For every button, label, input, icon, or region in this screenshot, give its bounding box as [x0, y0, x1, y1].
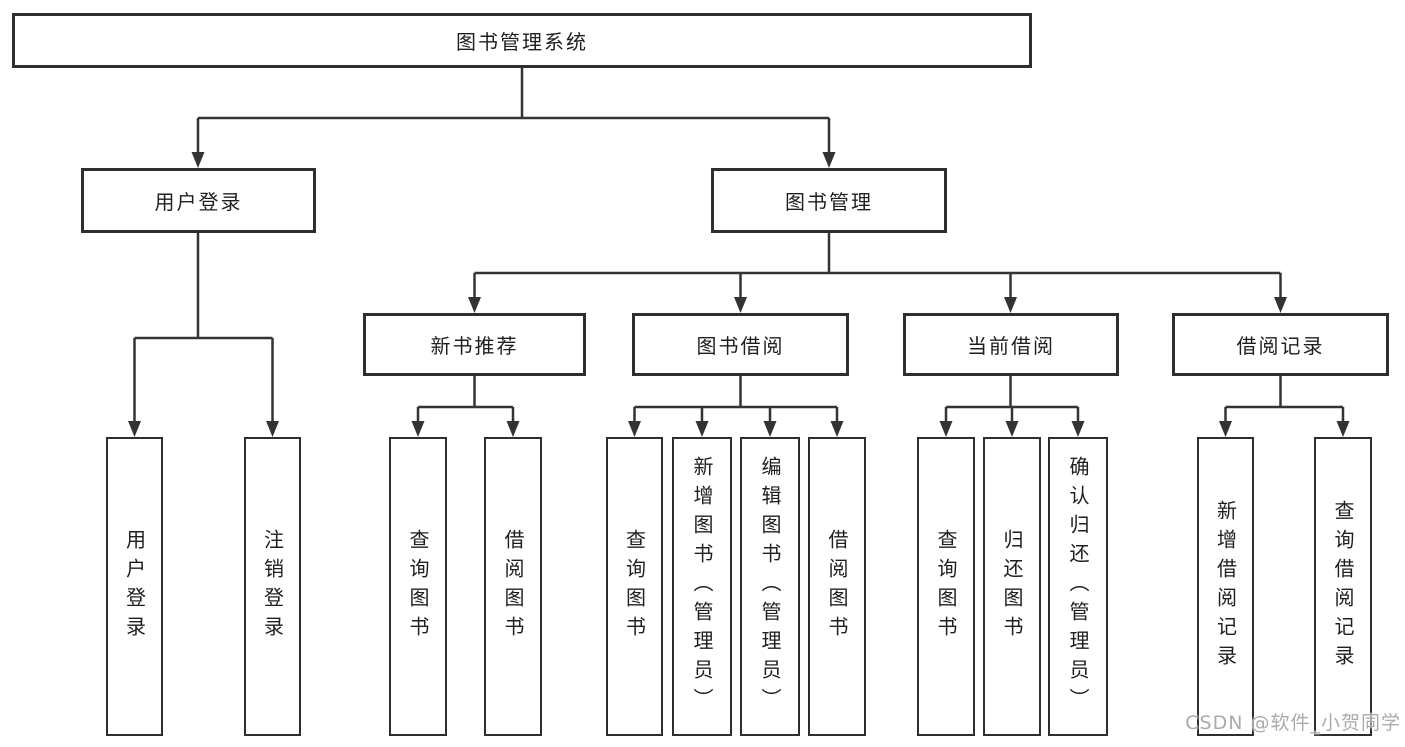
node-leaf-query-books-borrow-label: 查询图书 — [622, 528, 647, 645]
node-borrow-records-label: 借阅记录 — [1236, 334, 1325, 358]
node-leaf-query-books-recommend: 查询图书 — [389, 437, 447, 736]
node-borrow-records: 借阅记录 — [1172, 313, 1389, 376]
arrowheads — [128, 152, 1350, 437]
node-leaf-logout-label: 注销登录 — [260, 528, 285, 645]
node-leaf-borrow-books-label: 借阅图书 — [825, 528, 849, 645]
node-leaf-query-books-current: 查询图书 — [917, 437, 975, 736]
node-new-book-recommend-label: 新书推荐 — [430, 334, 519, 358]
node-leaf-borrow-books-recommend-label: 借阅图书 — [501, 528, 525, 645]
node-book-management: 图书管理 — [711, 168, 947, 233]
node-leaf-edit-book-admin: 编辑图书（管理员） — [740, 437, 800, 736]
node-leaf-borrow-books: 借阅图书 — [808, 437, 866, 736]
node-leaf-query-borrow-record: 查询借阅记录 — [1314, 437, 1372, 736]
node-leaf-add-borrow-record: 新增借阅记录 — [1197, 437, 1254, 736]
node-leaf-return-book-label: 归还图书 — [1000, 528, 1024, 645]
node-library-system: 图书管理系统 — [12, 13, 1032, 68]
node-leaf-query-books-borrow: 查询图书 — [606, 437, 663, 736]
node-leaf-confirm-return-admin: 确认归还（管理员） — [1048, 437, 1108, 736]
node-leaf-query-books-current-label: 查询图书 — [934, 528, 958, 645]
node-current-borrow: 当前借阅 — [903, 313, 1119, 376]
node-leaf-add-book-admin: 新增图书（管理员） — [672, 437, 732, 736]
node-leaf-logout: 注销登录 — [244, 437, 301, 736]
node-leaf-return-book: 归还图书 — [983, 437, 1041, 736]
node-leaf-add-book-admin-label: 新增图书（管理员） — [690, 456, 714, 717]
node-leaf-query-books-recommend-label: 查询图书 — [406, 528, 430, 645]
csdn-watermark: CSDN @软件_小贺同学 — [1185, 712, 1401, 734]
node-leaf-add-borrow-record-label: 新增借阅记录 — [1213, 499, 1238, 674]
node-leaf-confirm-return-admin-label: 确认归还（管理员） — [1066, 456, 1090, 717]
node-current-borrow-label: 当前借阅 — [967, 334, 1055, 358]
node-book-borrow-label: 图书借阅 — [696, 334, 785, 358]
node-user-login-label: 用户登录 — [154, 190, 243, 214]
node-leaf-borrow-books-recommend: 借阅图书 — [484, 437, 542, 736]
node-leaf-edit-book-admin-label: 编辑图书（管理员） — [758, 456, 782, 717]
node-book-management-label: 图书管理 — [785, 190, 873, 214]
node-leaf-query-borrow-record-label: 查询借阅记录 — [1331, 499, 1355, 674]
node-new-book-recommend: 新书推荐 — [363, 313, 586, 376]
node-book-borrow: 图书借阅 — [632, 313, 849, 376]
node-library-system-label: 图书管理系统 — [456, 30, 588, 54]
node-leaf-user-login-label: 用户登录 — [122, 528, 147, 645]
node-leaf-user-login: 用户登录 — [106, 437, 163, 736]
node-user-login: 用户登录 — [81, 168, 316, 233]
